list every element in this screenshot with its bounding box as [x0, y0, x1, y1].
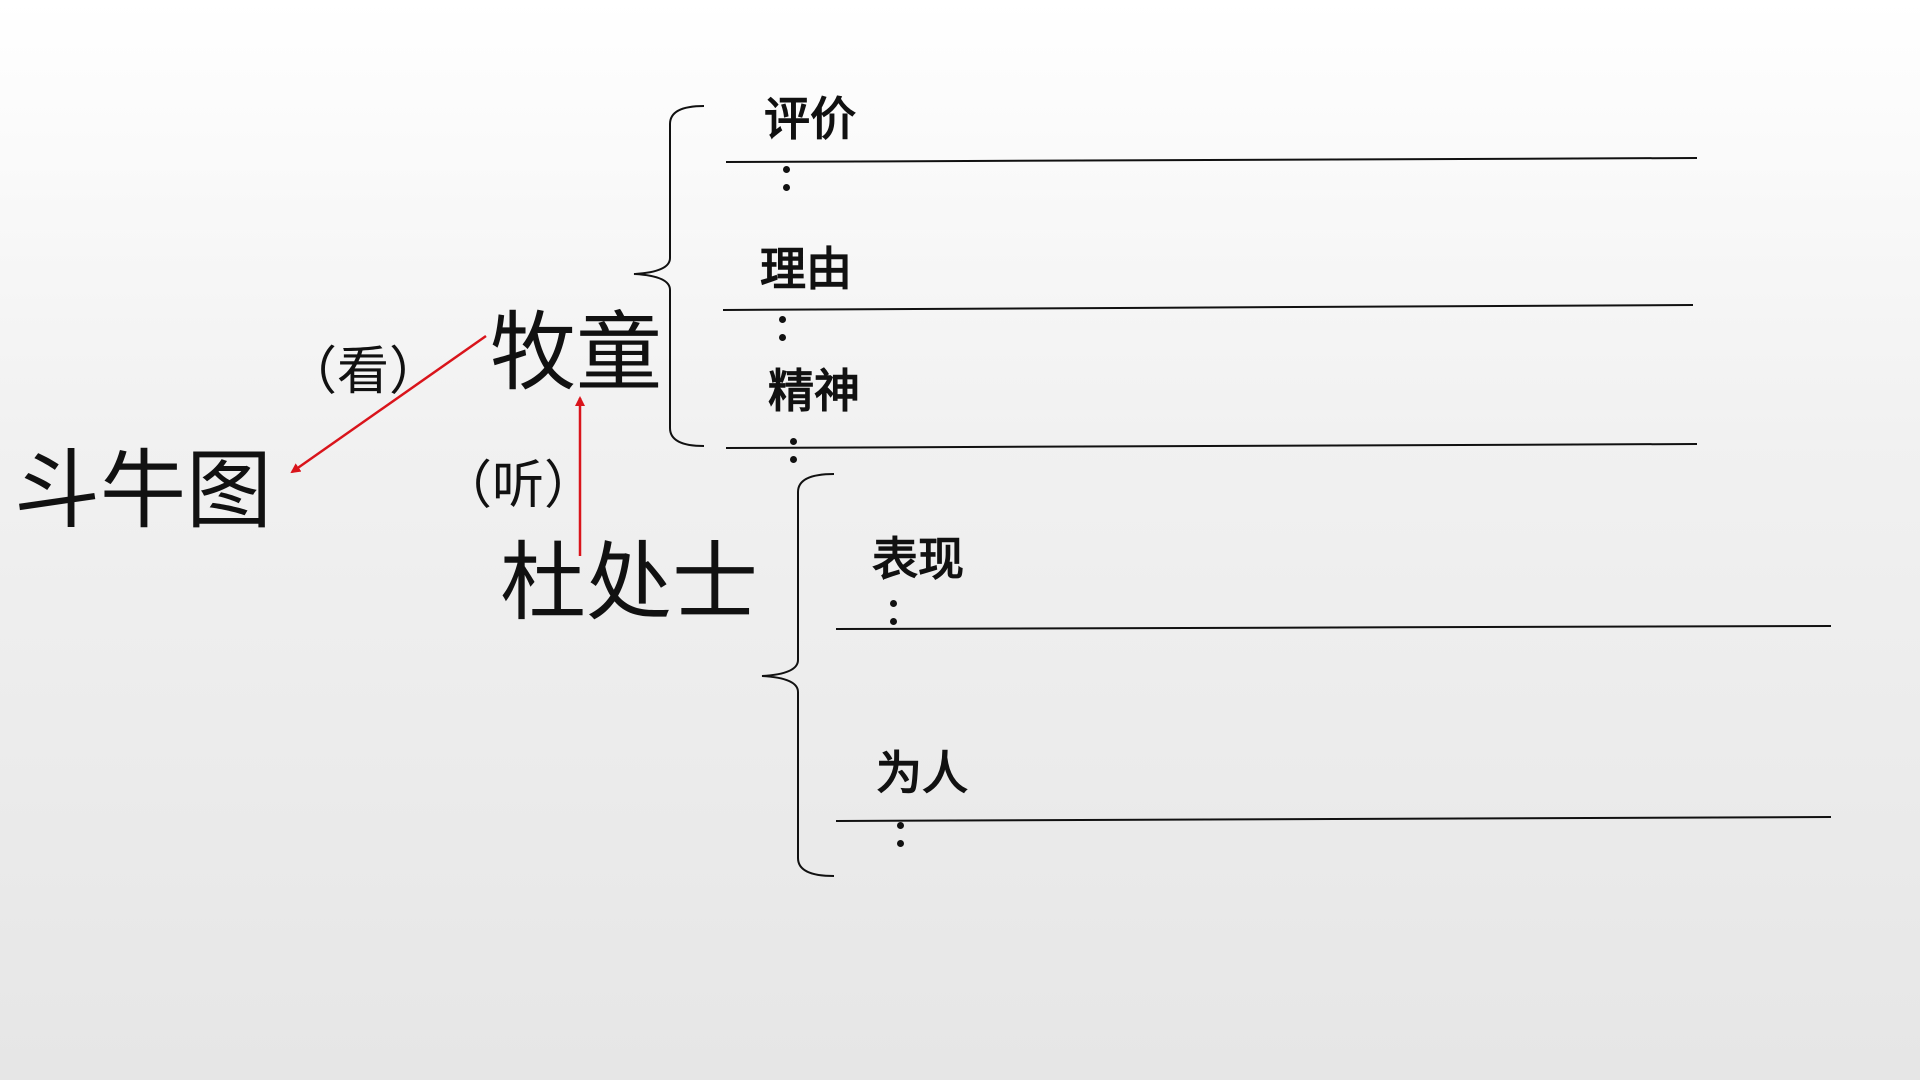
node-painting: 斗牛图: [14, 441, 272, 541]
answer-line-character: [835, 816, 1832, 822]
relation-look: （看）: [285, 342, 442, 402]
colon-spirit: [790, 438, 798, 474]
label-spirit: 精神: [768, 364, 860, 418]
brace-herdboy: [633, 105, 705, 447]
answer-line-spirit: [725, 443, 1698, 449]
label-character: 为人: [876, 746, 968, 800]
brace-du: [761, 473, 835, 877]
answer-line-evaluation: [725, 157, 1698, 163]
label-evaluation: 评价: [764, 92, 856, 146]
answer-line-reason: [722, 304, 1694, 311]
label-performance: 表现: [872, 532, 964, 586]
colon-character: [897, 822, 905, 858]
label-reason: 理由: [760, 242, 852, 296]
node-herdboy: 牧童: [490, 303, 662, 403]
arrow-herdboy-to-painting: [290, 334, 487, 474]
relation-listen: （听）: [440, 456, 597, 516]
node-du: 杜处士: [500, 533, 758, 633]
colon-evaluation: [783, 166, 791, 202]
answer-line-performance: [835, 625, 1832, 630]
colon-performance: [890, 600, 898, 636]
colon-reason: [779, 316, 787, 352]
